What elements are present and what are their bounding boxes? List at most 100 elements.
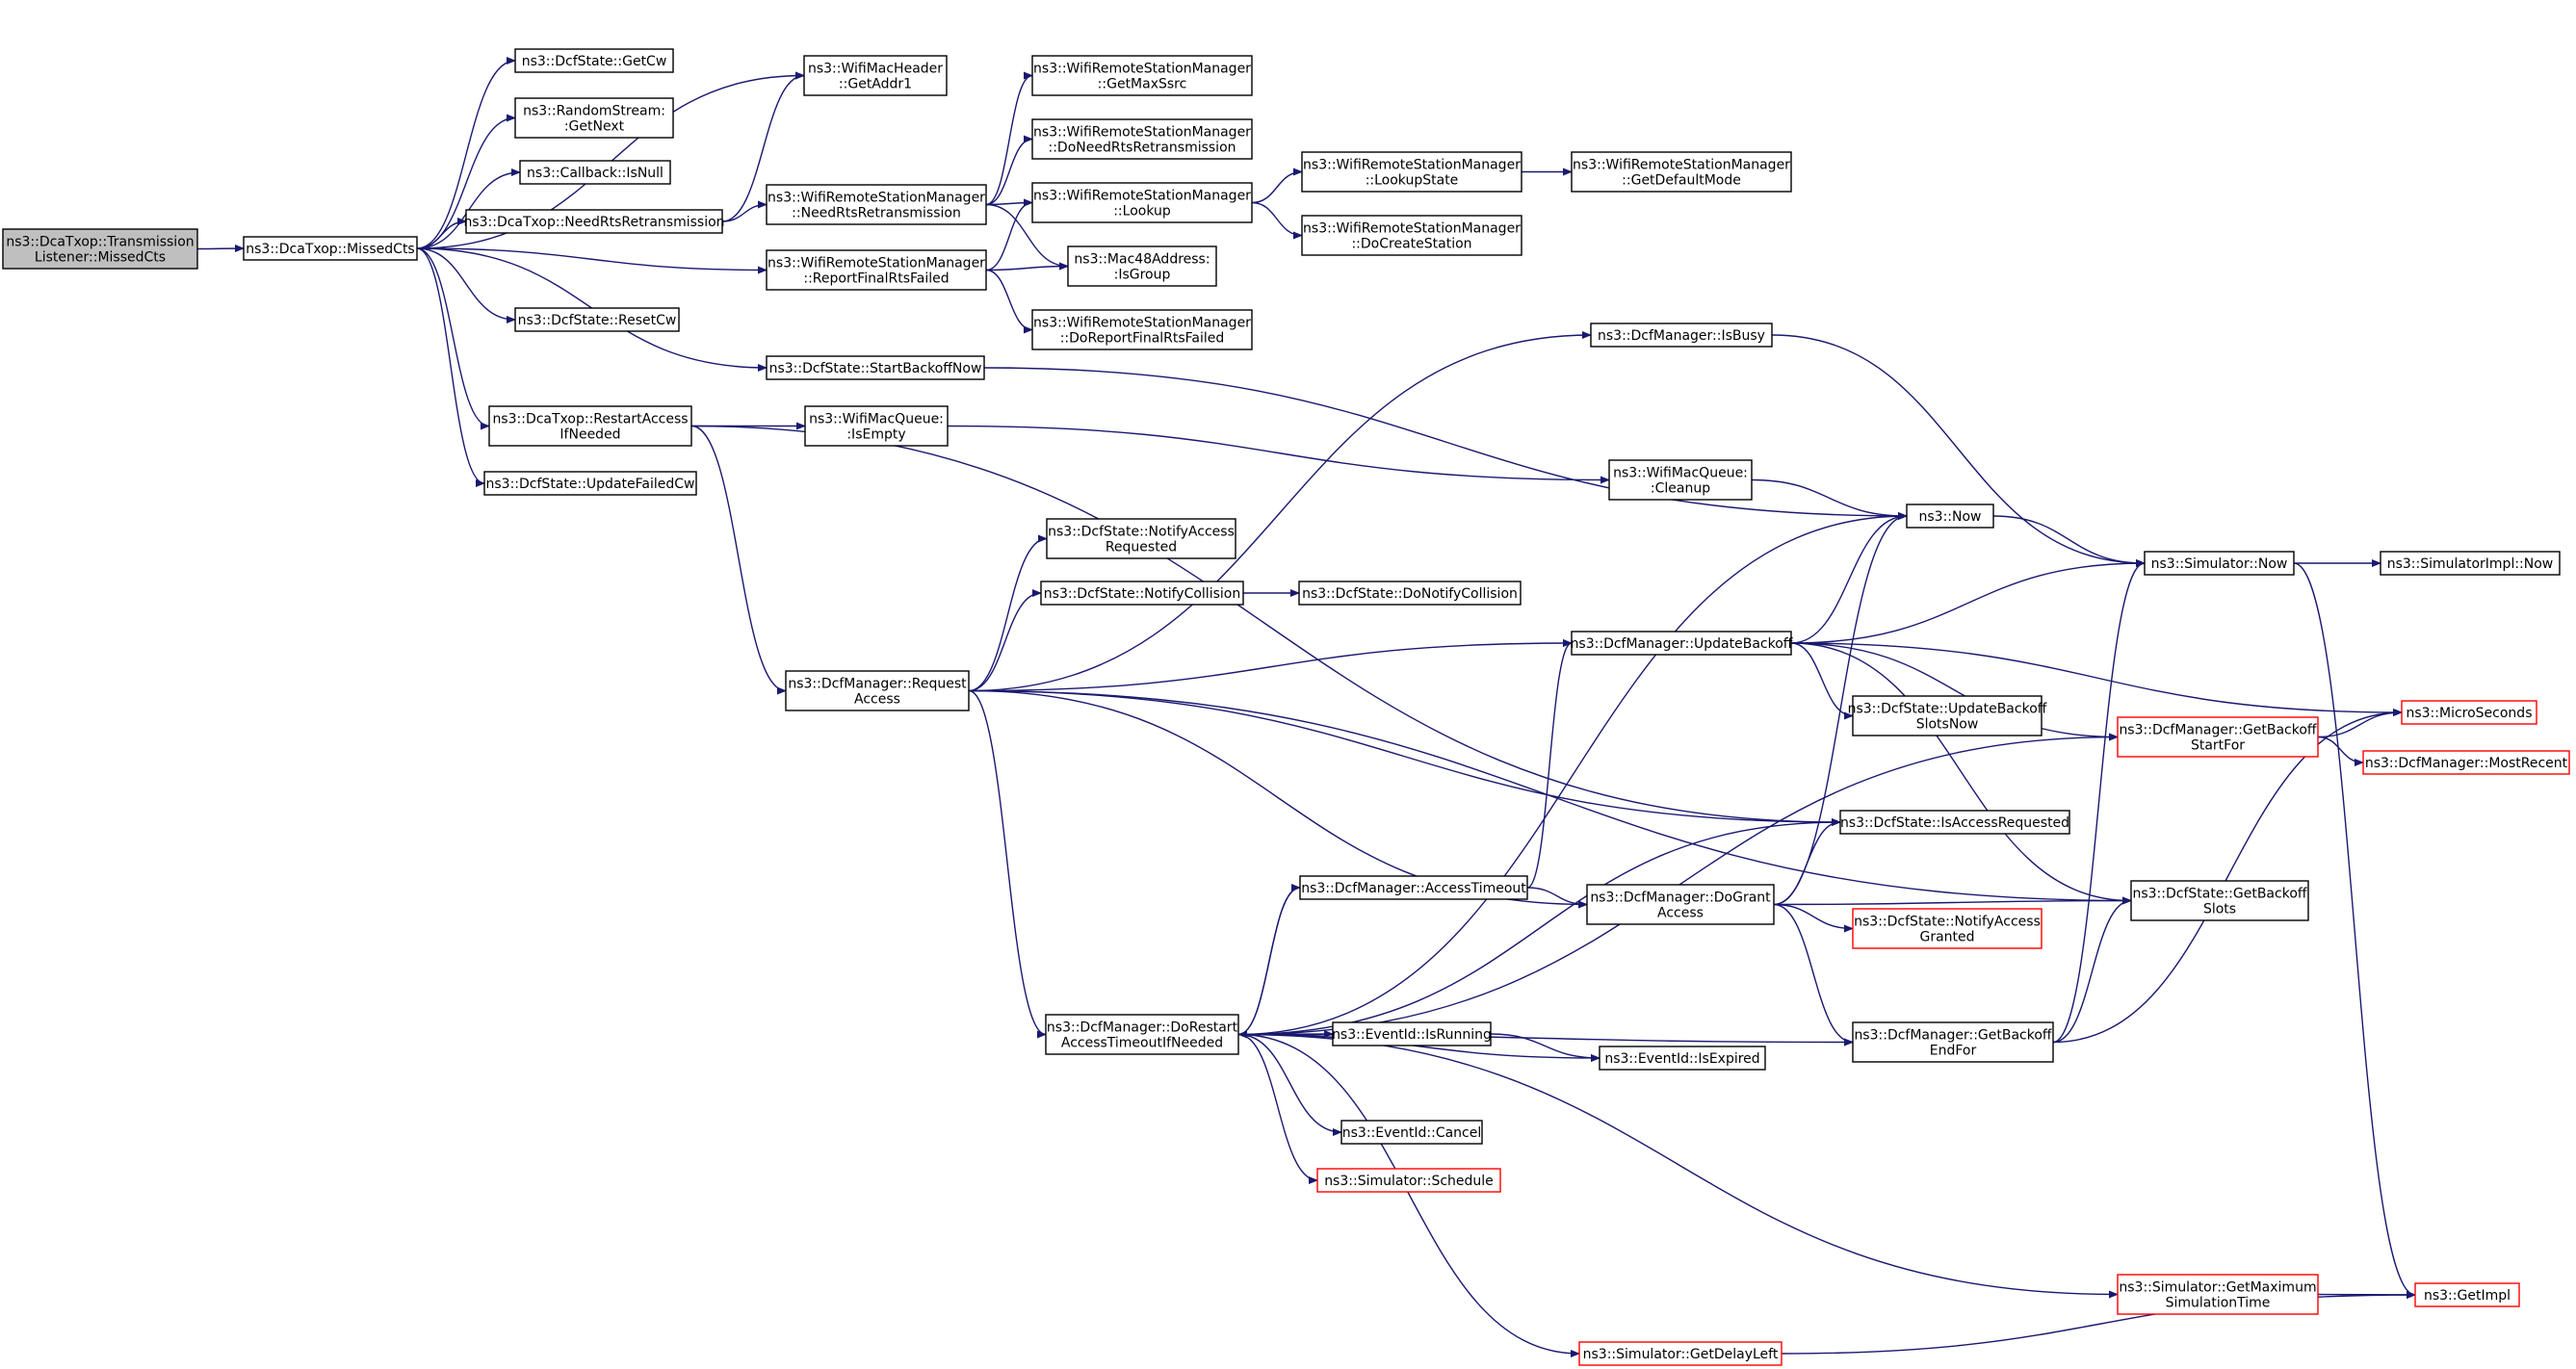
node-ns3-now[interactable]: ns3::Now [1906,504,1994,529]
node-label: ns3::WifiRemoteStationManager [1033,189,1251,204]
node-box [1590,323,1773,348]
node-label: ::DoReportFinalRtsFailed [1060,331,1225,347]
node-wrsm-reportfinal[interactable]: ns3::WifiRemoteStationManager::ReportFin… [766,249,987,291]
node-label: AccessTimeoutIfNeeded [1061,1036,1223,1051]
node-box [1852,695,2043,736]
node-sim-now[interactable]: ns3::Simulator::Now [2144,551,2295,576]
edge-missedcts-to-wrsm-reportfinal [416,247,768,274]
node-missedcts[interactable]: ns3::DcaTxop::MissedCts [243,236,418,261]
node-wrsm-getmaxssrc[interactable]: ns3::WifiRemoteStationManager::GetMaxSsr… [1031,55,1253,96]
edge-dcfm-requestaccess-to-dcfm-isbusy [968,331,1592,692]
node-box [1067,245,1217,287]
edge-dcfm-dorestart-to-sim-getmaxsimtime [1237,1033,2119,1299]
node-label: EndFor [1930,1044,1977,1059]
node-simimpl-now[interactable]: ns3::SimulatorImpl::Now [2380,551,2561,576]
node-label: ns3::WifiRemoteStationManager [1033,316,1251,331]
node-getcw[interactable]: ns3::DcfState::GetCw [514,48,674,73]
edge-missedcts-to-needrtsretx [416,218,467,249]
node-getnext[interactable]: ns3::RandomStream::GetNext [514,97,674,139]
node-wrsm-doreportfinal[interactable]: ns3::WifiRemoteStationManager::DoReportF… [1031,309,1253,350]
node-mac48-isgroup[interactable]: ns3::Mac48Address::IsGroup [1067,245,1217,287]
node-resetcw[interactable]: ns3::DcfState::ResetCw [514,307,680,332]
node-dcfm-updatebackoff[interactable]: ns3::DcfManager::UpdateBackoff [1571,631,1793,656]
node-label: ns3::DcaTxop::MissedCts [246,242,414,257]
edge-wrsm-reportfinal-to-wrsm-doreportfinal [985,269,1033,334]
node-sim-getdelayleft[interactable]: ns3::Simulator::GetDelayLeft [1578,1341,1782,1366]
node-wmq-isempty[interactable]: ns3::WifiMacQueue::IsEmpty [804,405,949,447]
node-label: ns3::DcfState::StartBackoffNow [769,361,982,376]
node-startbackoffnow[interactable]: ns3::DcfState::StartBackoffNow [766,355,985,380]
node-wrsm-needrts[interactable]: ns3::WifiRemoteStationManager::NeedRtsRe… [766,184,987,225]
edge-dcfm-dograntaccess-to-notifyaccessgranted [1773,903,1854,933]
node-box [1571,631,1792,656]
node-wrsm-docreatestation[interactable]: ns3::WifiRemoteStationManager::DoCreateS… [1301,215,1522,256]
node-box [2362,750,2570,775]
node-eventid-cancel[interactable]: ns3::EventId::Cancel [1340,1120,1483,1145]
node-box [2414,1282,2520,1307]
node-box [488,405,692,447]
node-eventid-isrunning[interactable]: ns3::EventId::IsRunning [1332,1021,1492,1046]
node-dcfm-isbusy[interactable]: ns3::DcfManager::IsBusy [1590,323,1773,348]
edge-dcfm-dorestart-to-sim-schedule [1237,1033,1318,1184]
node-label: ns3::DcfManager::AccessTimeout [1301,881,1526,896]
node-root[interactable]: ns3::DcaTxop::TransmissionListener::Miss… [2,228,198,270]
node-label: ns3::DcfState::DoNotifyCollision [1302,586,1518,602]
node-label: StartFor [2191,738,2245,754]
edge-missedcts-to-updatefailedcw [416,247,485,487]
edge-dcfm-getbackoffendfor-to-getbackoffslots [2052,896,2132,1044]
node-label: ns3::WifiRemoteStationManager [768,191,985,206]
node-notifycollision[interactable]: ns3::DcfState::NotifyCollision [1040,581,1244,606]
node-eventid-isexpired[interactable]: ns3::EventId::IsExpired [1599,1046,1766,1071]
node-label: ns3::DcfManager::Request [788,677,967,692]
node-microseconds[interactable]: ns3::MicroSeconds [2401,700,2537,725]
node-sim-schedule[interactable]: ns3::Simulator::Schedule [1316,1168,1501,1193]
edge-dcfm-updatebackoff-to-getbackoffslots [1790,642,2132,905]
node-needrtsretx[interactable]: ns3::DcaTxop::NeedRtsRetransmission [463,209,725,234]
node-box [1301,151,1522,193]
node-wrsm-lookupstate[interactable]: ns3::WifiRemoteStationManager::LookupSta… [1301,151,1522,193]
node-box [766,249,987,291]
node-updatefailedcw[interactable]: ns3::DcfState::UpdateFailedCw [483,471,697,496]
node-box [2130,880,2309,921]
node-label: ::GetAddr1 [839,77,912,92]
edge-wmq-isempty-to-wmq-cleanup [947,425,1610,484]
node-box [1045,1014,1239,1055]
node-box [785,670,970,711]
edge-dcfm-updatebackoff-to-microseconds [1790,642,2403,716]
edge-dcfm-accesstimeout-to-dcfm-updatebackoff [1526,639,1573,889]
node-label: ns3::Mac48Address: [1074,252,1210,268]
edge-dcfm-dorestart-to-sim-getdelayleft [1237,1033,1580,1357]
node-wmq-cleanup[interactable]: ns3::WifiMacQueue::Cleanup [1608,459,1753,501]
node-box [1031,118,1253,160]
edge-wrsm-reportfinal-to-wrsm-lookup [985,198,1033,271]
node-label: SlotsNow [1916,717,1979,733]
node-isnull[interactable]: ns3::Callback::IsNull [519,160,671,185]
node-wrsm-lookup[interactable]: ns3::WifiRemoteStationManager::Lookup [1031,182,1253,223]
node-isaccessrequested[interactable]: ns3::DcfState::IsAccessRequested [1839,810,2070,835]
edge-eventid-isrunning-to-eventid-isexpired [1490,1033,1600,1062]
node-box [514,97,674,139]
node-box [483,471,697,496]
edge-dcfm-dorestart-to-ns3-now [1237,512,1908,1036]
node-dcfm-accesstimeout[interactable]: ns3::DcfManager::AccessTimeout [1299,875,1528,900]
node-wrsm-getdefaultmode[interactable]: ns3::WifiRemoteStationManager::GetDefaul… [1571,151,1792,193]
node-donotifycollision[interactable]: ns3::DcfState::DoNotifyCollision [1298,581,1522,606]
node-dcfm-dorestart[interactable]: ns3::DcfManager::DoRestartAccessTimeoutI… [1045,1014,1239,1055]
edge-startbackoffnow-to-ns3-now [983,367,1908,520]
node-box [1316,1168,1501,1193]
node-getaddr1[interactable]: ns3::WifiMacHeader::GetAddr1 [803,55,948,96]
node-wrsm-doneedrts[interactable]: ns3::WifiRemoteStationManager::DoNeedRts… [1031,118,1253,160]
node-mostrecent[interactable]: ns3::DcfManager::MostRecent [2362,750,2570,775]
edge-missedcts-to-resetcw [416,247,516,323]
node-getimpl[interactable]: ns3::GetImpl [2414,1282,2520,1307]
